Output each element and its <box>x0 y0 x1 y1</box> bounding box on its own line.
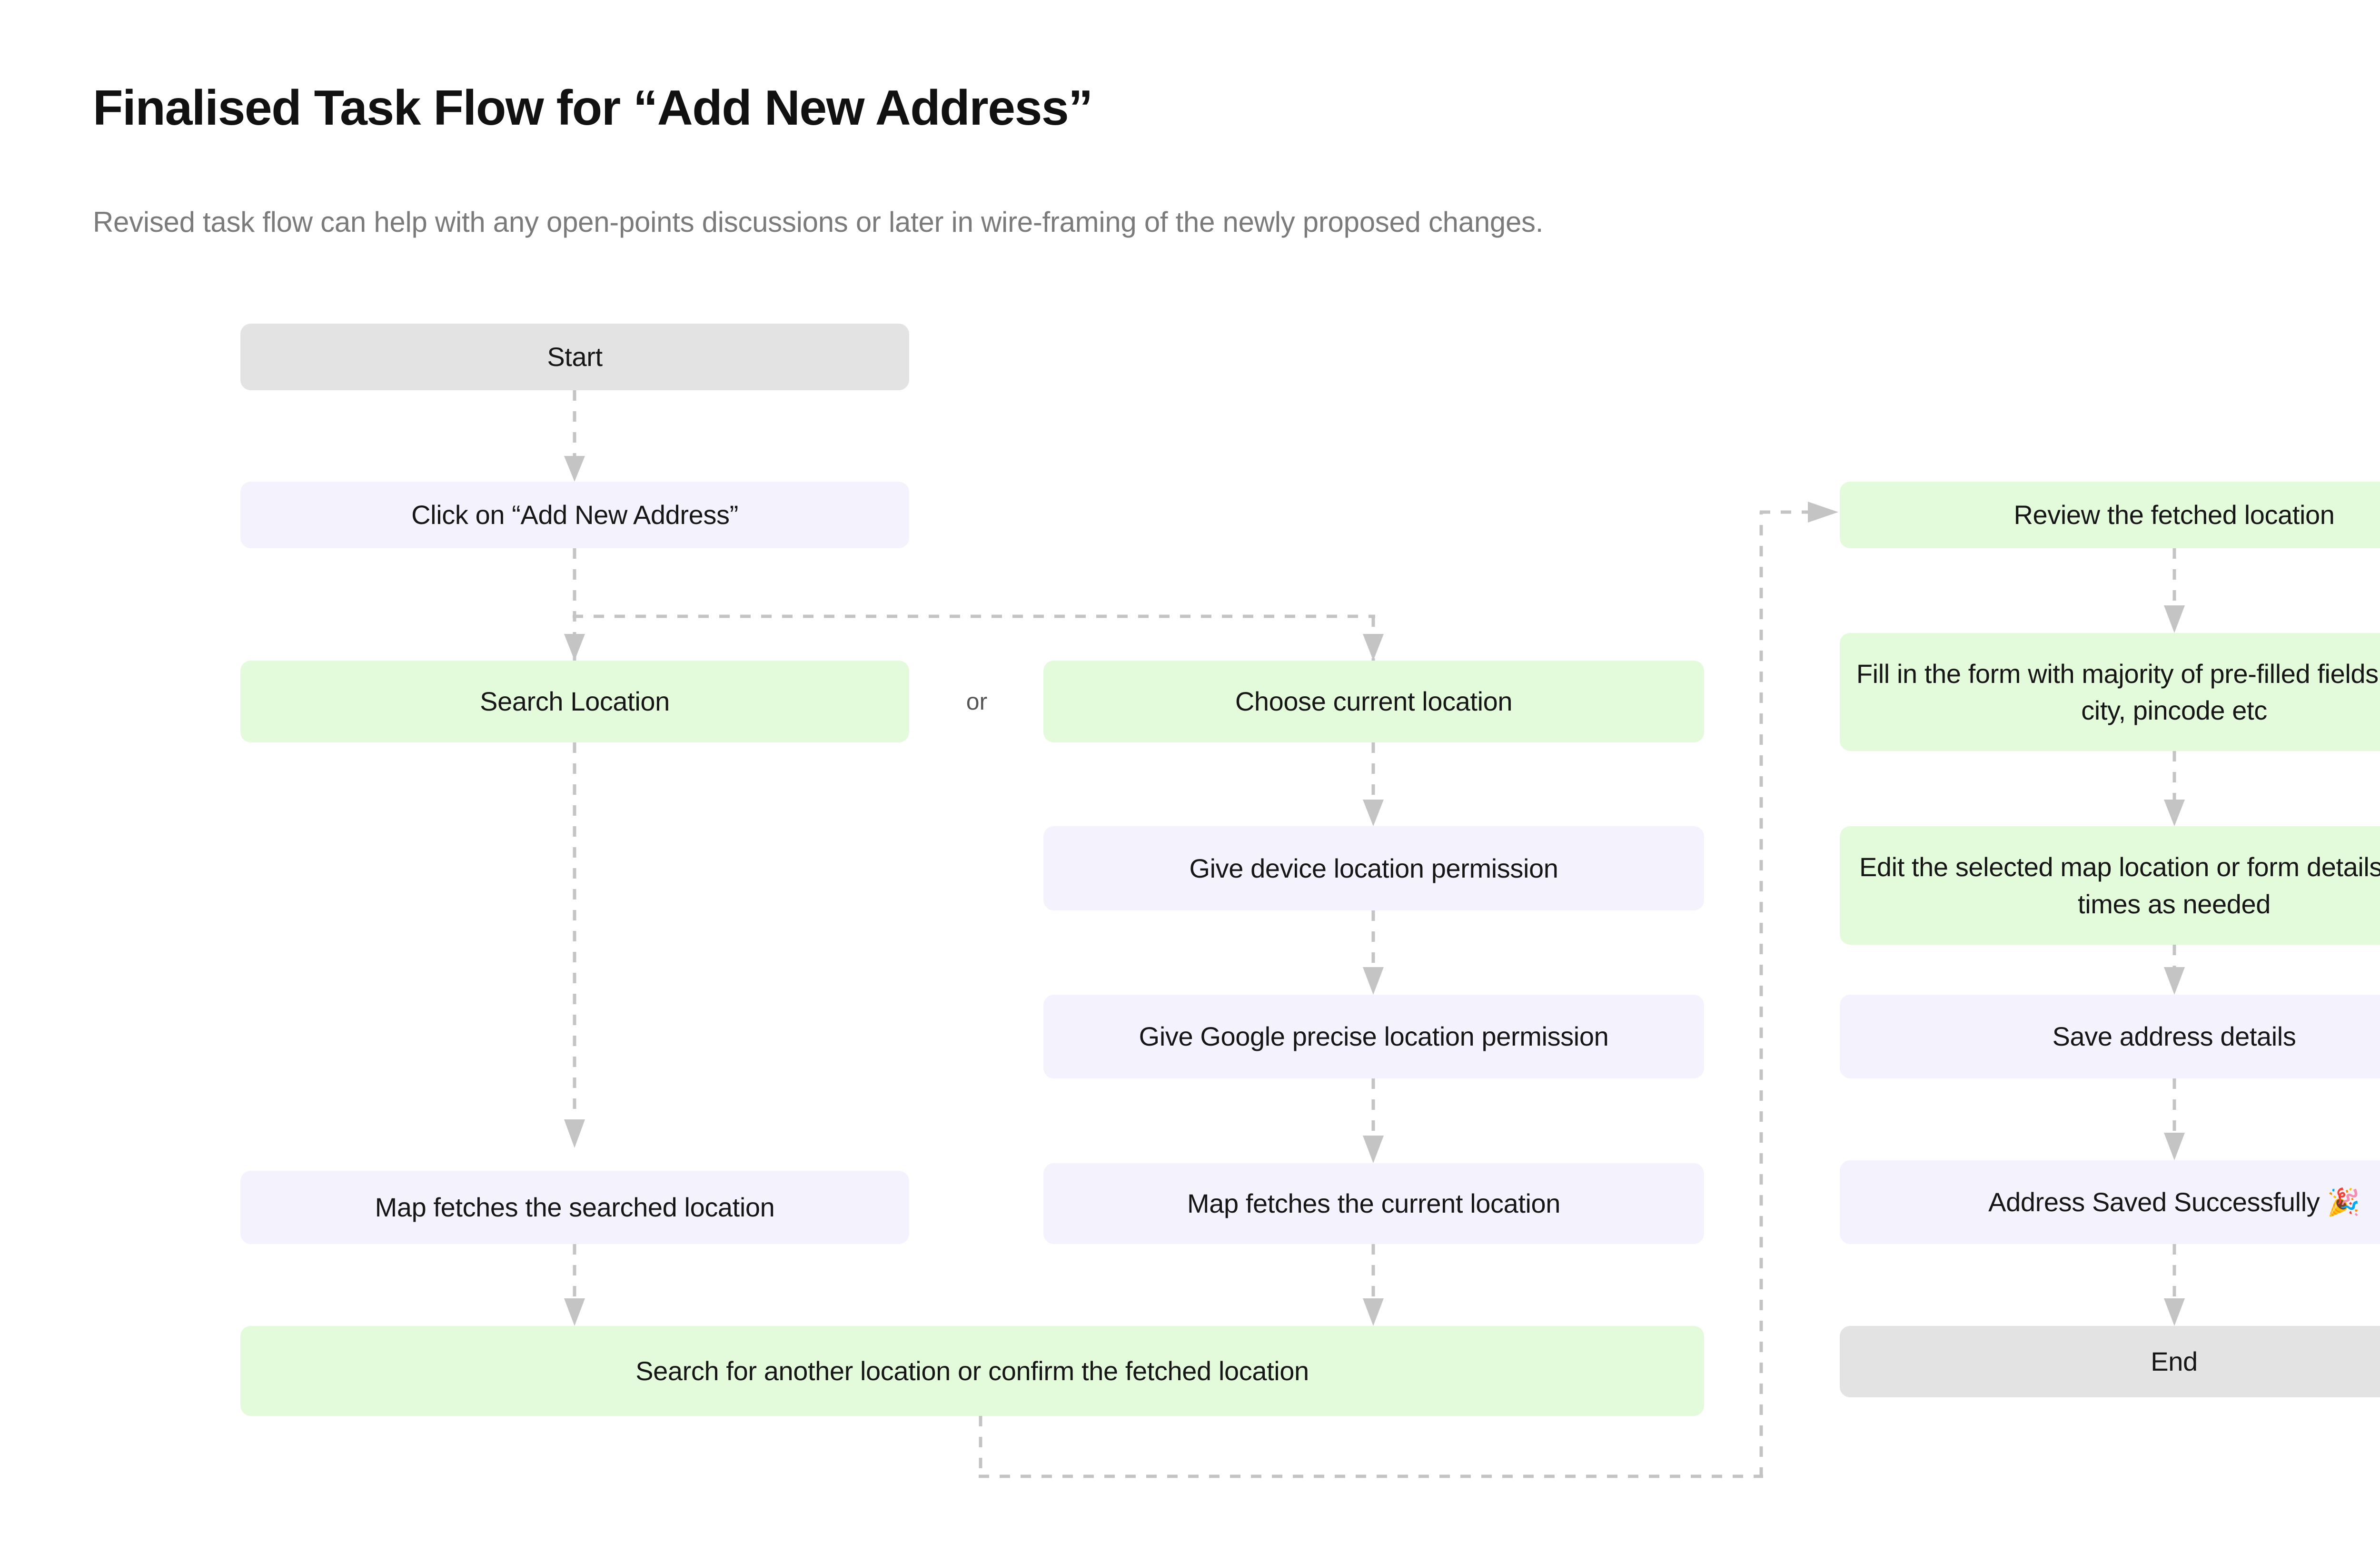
node-start[interactable]: Start <box>240 324 909 390</box>
edge-google-perm-to-map-current <box>1363 1078 1384 1163</box>
edge-edit-details-to-save-address <box>2164 945 2185 995</box>
page-title: Finalised Task Flow for “Add New Address… <box>93 80 1093 136</box>
edge-device-perm-to-google-perm <box>1363 910 1384 995</box>
edge-search-loc-to-map-searched <box>564 742 585 1148</box>
edge-choose-current-to-device-perm <box>1363 742 1384 826</box>
node-search-location[interactable]: Search Location <box>240 661 909 742</box>
edge-review-fetched-to-fill-form <box>2164 548 2185 633</box>
edge-map-current-to-search-another <box>1363 1244 1384 1326</box>
node-end[interactable]: End <box>1840 1326 2380 1397</box>
edge-fill-form-to-edit-details <box>2164 751 2185 826</box>
node-give-google-precise-location-permission[interactable]: Give Google precise location permission <box>1043 995 1704 1078</box>
node-map-fetches-current-location[interactable]: Map fetches the current location <box>1043 1163 1704 1244</box>
node-fill-in-the-form[interactable]: Fill in the form with majority of pre-fi… <box>1840 633 2380 751</box>
node-edit-selected-map-location[interactable]: Edit the selected map location or form d… <box>1840 826 2380 945</box>
node-address-saved-successfully[interactable]: Address Saved Successfully 🎉 <box>1840 1160 2380 1244</box>
node-review-fetched-location[interactable]: Review the fetched location <box>1840 482 2380 548</box>
edge-start-to-click-add <box>564 390 585 482</box>
or-label: or <box>966 688 988 715</box>
edge-save-address-to-address-saved <box>2164 1078 2185 1160</box>
node-search-for-another-location[interactable]: Search for another location or confirm t… <box>240 1326 1704 1416</box>
node-map-fetches-searched-location[interactable]: Map fetches the searched location <box>240 1171 909 1244</box>
edge-address-saved-to-end <box>2164 1244 2185 1326</box>
edge-click-add-to-branch <box>564 548 1384 664</box>
node-save-address-details[interactable]: Save address details <box>1840 995 2380 1078</box>
node-click-add-new-address[interactable]: Click on “Add New Address” <box>240 482 909 548</box>
page-subtitle: Revised task flow can help with any open… <box>93 206 1544 238</box>
node-choose-current-location[interactable]: Choose current location <box>1043 661 1704 742</box>
edge-map-searched-to-search-another <box>564 1244 585 1326</box>
node-give-device-location-permission[interactable]: Give device location permission <box>1043 826 1704 910</box>
